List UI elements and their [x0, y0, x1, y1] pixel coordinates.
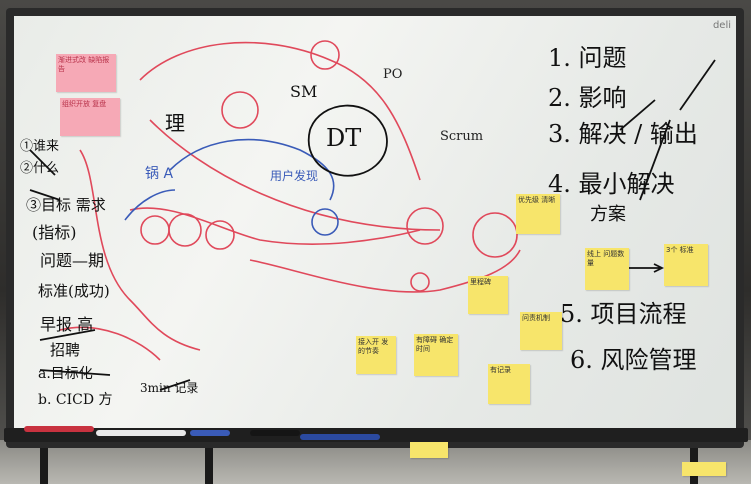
svg-text:招聘: 招聘 — [50, 341, 80, 359]
sticky-note: 接入开 发的节奏 — [356, 336, 396, 374]
svg-text:早报 高: 早报 高 — [40, 315, 93, 334]
list-item: 方案 — [590, 204, 626, 225]
svg-text:②什么: ②什么 — [20, 161, 59, 176]
list-item: 1. 问题 — [548, 44, 627, 72]
svg-text:b. CICD 方: b. CICD 方 — [38, 392, 113, 408]
sm-label: SM — [290, 82, 318, 101]
svg-text:PO: PO — [383, 67, 402, 82]
white-marker[interactable] — [96, 430, 186, 436]
list-item: 5. 项目流程 — [560, 300, 687, 328]
stand-leg — [205, 442, 213, 484]
sticky-note: 里程碑 — [468, 276, 508, 314]
svg-text:Scrum: Scrum — [440, 129, 483, 144]
blue-marker[interactable] — [190, 430, 230, 436]
red-marker[interactable] — [24, 426, 94, 432]
stand-leg — [40, 442, 48, 484]
svg-text:标准(成功): 标准(成功) — [38, 282, 110, 300]
sticky-note: 线上 问题数量 — [585, 248, 629, 290]
svg-text:(指标): (指标) — [32, 223, 77, 242]
sticky-note: 有记录 — [488, 364, 530, 404]
list-item: 6. 风险管理 — [570, 346, 697, 374]
blue-marker[interactable] — [300, 434, 380, 440]
pink-sticky-note: 渐进式改 缺陷报告 — [56, 54, 116, 92]
brand-logo: deli — [712, 20, 731, 31]
list-item: 3. 解决 / 输出 — [548, 120, 698, 148]
svg-text:a.目标化: a.目标化 — [38, 366, 93, 382]
svg-text:理: 理 — [165, 111, 185, 135]
sticky-note: 3个 标准 — [664, 244, 708, 286]
sticky-note — [410, 440, 448, 458]
list-item: 4. 最小解决 — [548, 170, 675, 198]
svg-text:①谁来: ①谁来 — [20, 139, 59, 154]
pink-sticky-note: 组织开放 复盘 — [60, 98, 120, 136]
svg-text:3min 记录: 3min 记录 — [140, 381, 198, 395]
svg-text:③目标 需求: ③目标 需求 — [26, 196, 106, 214]
sticky-note — [682, 462, 726, 476]
dt-label: DT — [326, 124, 362, 152]
svg-text:锅 A: 锅 A — [145, 166, 173, 182]
eraser[interactable] — [250, 430, 300, 436]
sticky-note: 问责机制 — [520, 312, 562, 350]
list-item: 2. 影响 — [548, 84, 627, 112]
svg-text:问题—期: 问题—期 — [40, 251, 104, 270]
sticky-note: 优先级 清晰 — [516, 194, 560, 234]
sticky-note: 有障碍 确定 时间 — [414, 334, 458, 376]
svg-text:用户发现: 用户发现 — [270, 168, 318, 183]
